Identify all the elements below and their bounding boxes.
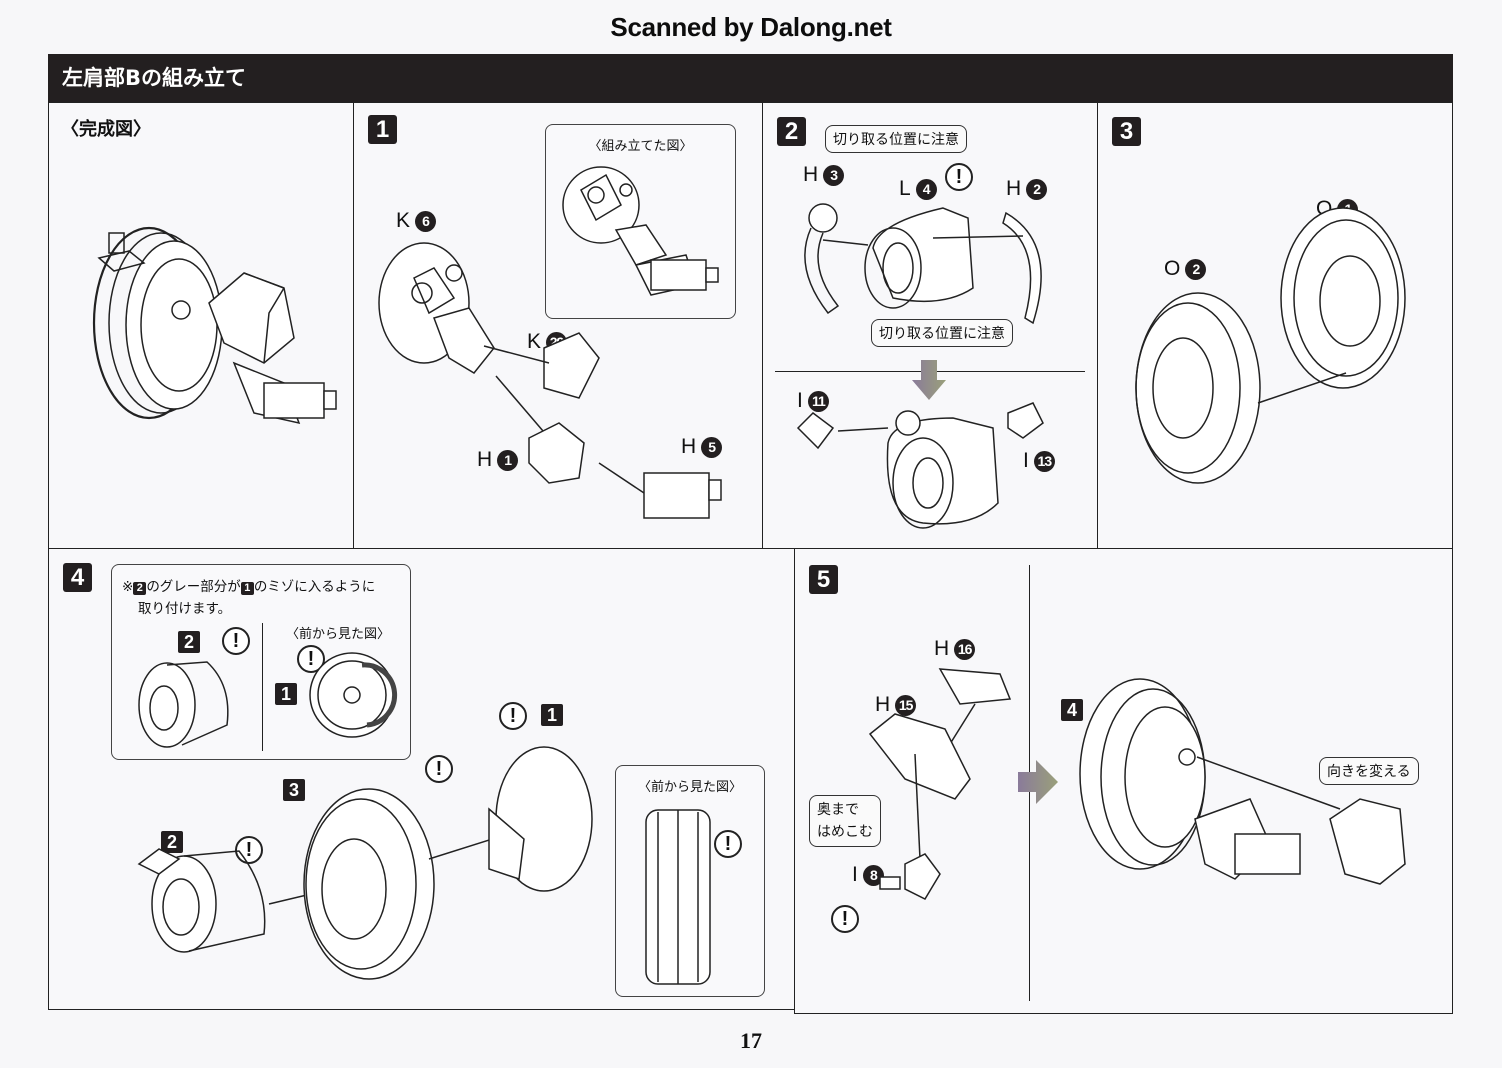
step-1-parts-illustration <box>378 242 722 519</box>
completed-assembly-illustration <box>92 226 337 425</box>
step-3-wheel-illustration <box>1135 207 1406 484</box>
assembled-view-caption: 〈組み立てた図〉 <box>588 139 693 154</box>
completed-view-heading: 〈完成図〉 <box>61 119 151 140</box>
step-number-badge: 2 <box>777 117 806 146</box>
warning-icon: ! <box>222 627 250 655</box>
arrow-right-icon <box>1018 760 1058 804</box>
part-ref-4: 4 <box>1061 699 1083 721</box>
part-ref-1: 1 <box>275 683 297 705</box>
part-ref-2: 2 <box>178 631 200 653</box>
inset-illustration <box>138 652 398 748</box>
warning-icon: ! <box>831 905 859 933</box>
scan-credit: Scanned by Dalong.net <box>610 12 892 42</box>
warning-icon: ! <box>714 830 742 858</box>
panel-step-3: 3 O1 O2 <box>1097 102 1453 549</box>
part-ref-2: 2 <box>161 831 183 853</box>
part-ref-3: 3 <box>283 779 305 801</box>
tire-tread-illustration <box>645 809 711 985</box>
step-2-parts-illustration <box>804 203 1042 325</box>
step-5-right-illustration <box>1079 678 1406 885</box>
callout-cut-position-top: 切り取る位置に注意 <box>825 125 967 153</box>
tire-front-view-caption: 〈前から見た図〉 <box>637 780 742 795</box>
section-title-bar: 左肩部Bの組み立て <box>48 54 1453 102</box>
tire-front-view-inset: 〈前から見た図〉 ! <box>615 765 765 997</box>
step-number-badge: 5 <box>809 565 838 594</box>
section-title: 左肩部Bの組み立て <box>62 66 247 90</box>
warning-icon: ! <box>425 755 453 783</box>
step-4-assembly-illustration <box>137 746 593 980</box>
front-view-caption: 〈前から見た図〉 <box>286 627 391 642</box>
page-number: 17 <box>740 1028 762 1053</box>
callout-cut-position-bottom: 切り取る位置に注意 <box>871 319 1013 347</box>
warning-icon: ! <box>499 702 527 730</box>
step-2-lower-illustration <box>796 402 1044 529</box>
step-5-left-illustration <box>868 668 1012 900</box>
step-number-badge: 3 <box>1112 117 1141 146</box>
assembled-part-illustration <box>562 166 719 296</box>
callout-push-in: 奥まで はめこむ <box>809 795 881 847</box>
warning-icon: ! <box>235 836 263 864</box>
step-number-badge: 1 <box>368 115 397 144</box>
divider <box>262 623 263 751</box>
callout-change-orientation: 向きを変える <box>1319 757 1419 785</box>
panel-completed-view: 〈完成図〉 <box>48 102 354 549</box>
warning-icon: ! <box>945 163 973 191</box>
step-number-badge: 4 <box>63 563 92 592</box>
assembled-view-inset: 〈組み立てた図〉 <box>545 124 736 319</box>
arrow-down-icon <box>912 360 946 400</box>
note-line-2: 取り付けます。 <box>138 601 232 617</box>
part-ref-1: 1 <box>541 704 563 726</box>
